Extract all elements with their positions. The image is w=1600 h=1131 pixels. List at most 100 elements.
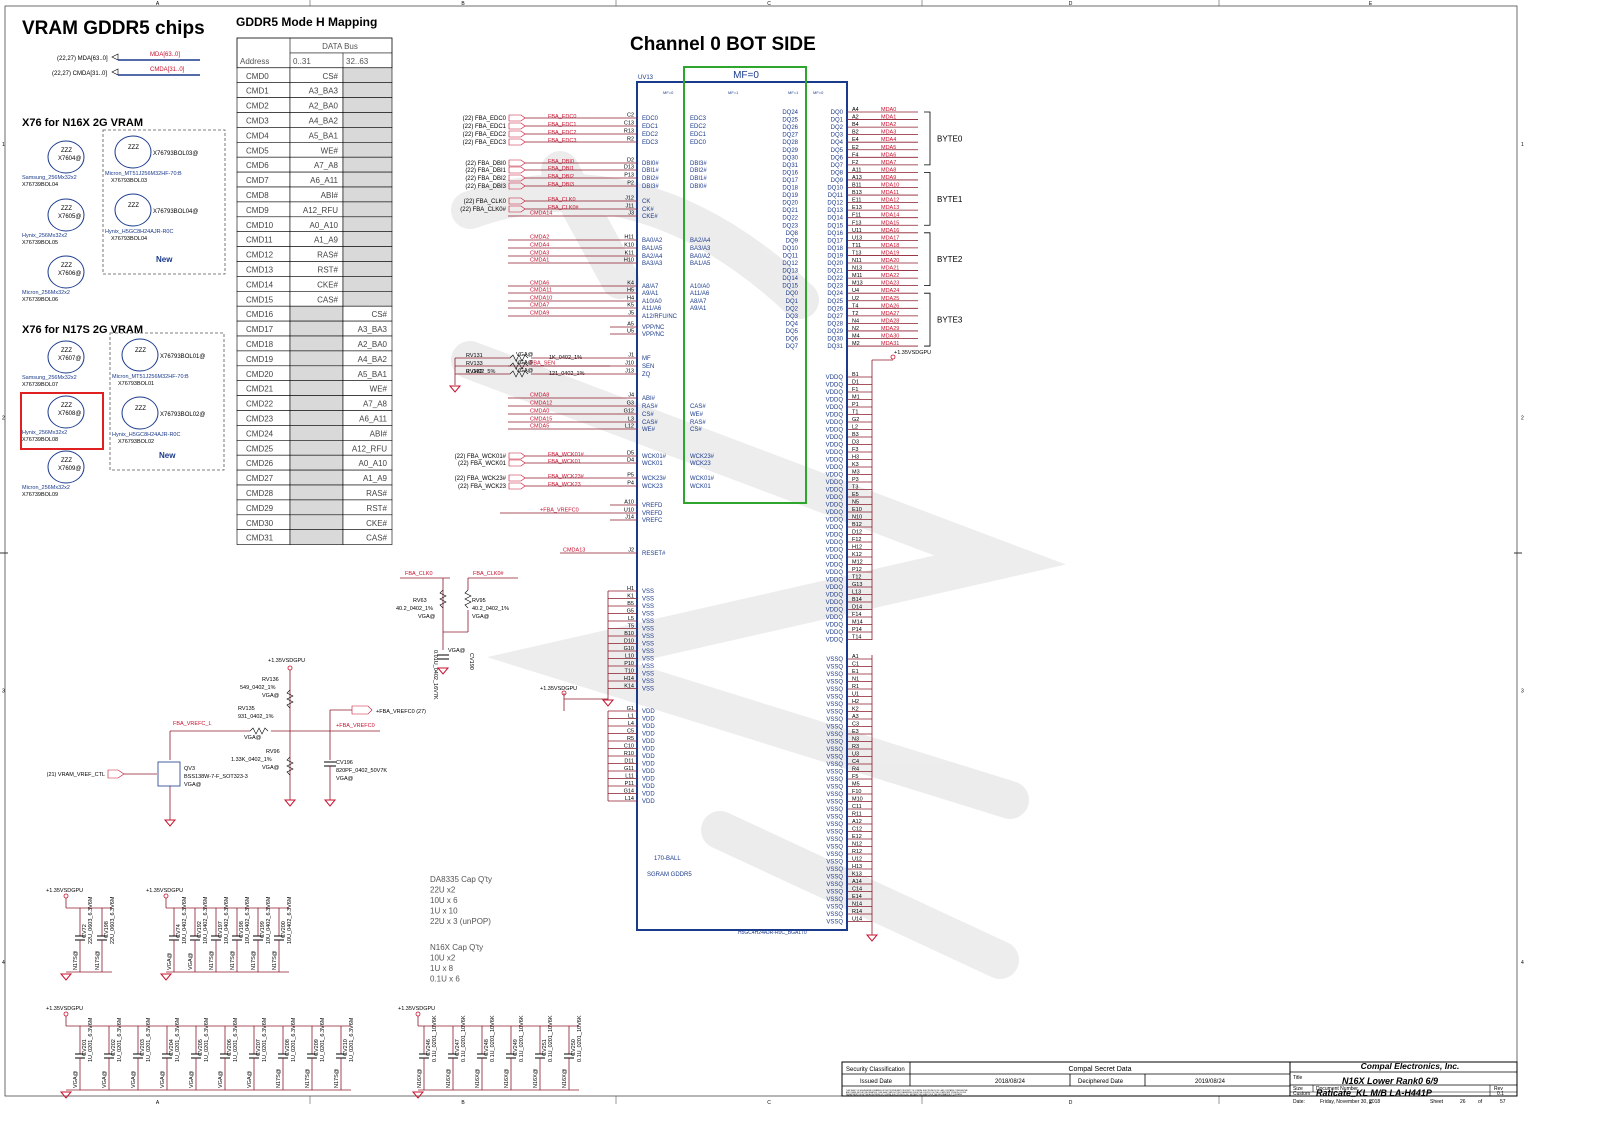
part-zzz: ZZZ — [61, 348, 72, 354]
part-symbol-icon — [47, 255, 85, 289]
pin-name: VSS — [642, 687, 654, 693]
ball-id: J11 — [626, 204, 634, 210]
mf-header: MF=1 — [788, 90, 799, 95]
part-vendor: Micron_MT51J256M32HF-70:B — [112, 374, 189, 380]
part-vendor: Hynix_256Mx32x2 — [22, 233, 67, 239]
option-label: N16X@ — [504, 1068, 510, 1088]
cap-ref: CV203 — [140, 1039, 146, 1056]
dq-alt: DQ1 — [786, 299, 799, 305]
cap-value: 0.1U_0201_10V6K — [577, 1015, 583, 1062]
dq-alt: DQ14 — [782, 276, 798, 282]
option-label: VGA@ — [160, 1070, 166, 1088]
rail-label: +1.35VSDGPU — [46, 1006, 83, 1012]
part-vendor: Hynix_256Mx32x2 — [22, 430, 67, 436]
mda-net: MDA28 — [881, 318, 899, 324]
net-ref: (22) FBA_CLK0# — [460, 207, 506, 213]
ball-id: N14 — [852, 902, 862, 908]
pin-name: VDDQ — [826, 488, 844, 494]
mda-net: MDA25 — [881, 296, 899, 302]
issued-date: 2018/08/24 — [995, 1079, 1026, 1085]
high-cell: CAS# — [366, 534, 387, 543]
row-marker: 1 — [1521, 142, 1524, 148]
pin-name: DBI0# — [642, 161, 659, 167]
pin-name: VDDQ — [826, 555, 844, 561]
ball-id: J10 — [625, 361, 634, 367]
pin-name: RAS# — [642, 404, 658, 410]
pin-name: VSSQ — [826, 890, 843, 896]
pin-name: EDC0 — [642, 116, 659, 122]
resistor-icon — [286, 689, 294, 709]
mf-label: MF=0 — [733, 70, 759, 81]
ball-id: R4 — [852, 767, 859, 773]
issued-label: Issued Date — [860, 1079, 893, 1085]
ball-id: L5 — [628, 616, 634, 622]
net-label: FBA_DBI3 — [548, 182, 574, 188]
ball-id: U5 — [627, 329, 634, 335]
ball-id: F2 — [852, 160, 858, 166]
cap-ref: CV207 — [256, 1039, 262, 1056]
dq-name: DQ6 — [831, 155, 844, 161]
cell — [342, 186, 393, 203]
dq-alt: DQ27 — [782, 133, 798, 139]
pin-name: VSSQ — [826, 920, 843, 926]
ground-icon — [865, 934, 879, 942]
cap-value: 10U_0402_6.3V6M — [203, 896, 209, 944]
ball-id: C5 — [627, 729, 634, 735]
ball-id: C10 — [624, 744, 634, 750]
pin-alt: DBI2# — [690, 168, 707, 174]
cell — [289, 335, 344, 352]
ball-id: U11 — [852, 228, 862, 234]
rail-icon — [63, 893, 69, 899]
part-ref: X7605@ — [58, 214, 81, 220]
ball-id: B3 — [852, 432, 859, 438]
ground-icon — [411, 1091, 425, 1099]
pin-name: VDDQ — [826, 623, 844, 629]
ball-id: K1 — [627, 594, 634, 600]
resistor-value: 40.2_0402_1% — [472, 606, 509, 612]
cell — [342, 127, 393, 143]
resistor-ref: RV95 — [472, 598, 486, 604]
pin-alt: EDC0 — [690, 140, 707, 146]
dq-alt: DQ2 — [786, 306, 799, 312]
docnum-label: Document Number — [1316, 1086, 1358, 1092]
part-ref: X7608@ — [58, 411, 81, 417]
ball-id: R14 — [852, 909, 862, 915]
dq-name: DQ28 — [827, 321, 843, 327]
net-ref: (22) FBA_WCK23# — [455, 476, 507, 482]
ball-id: U12 — [852, 857, 862, 863]
ball-id: H13 — [852, 864, 862, 870]
new-parts-box — [102, 129, 226, 275]
pin-name: VSSQ — [826, 777, 843, 783]
dq-name: DQ14 — [827, 216, 843, 222]
deciphered-label: Deciphered Date — [1078, 1079, 1124, 1085]
cmd-cell: CMD2 — [246, 102, 269, 111]
cap-note: 1U x 10 — [430, 907, 458, 916]
ball-id: R2 — [627, 137, 634, 143]
mda-ref: (22,27) MDA[63..0] — [57, 56, 108, 62]
pin-alt: WE# — [690, 412, 704, 418]
pin-name: VDD — [642, 732, 655, 738]
dq-name: DQ10 — [827, 186, 843, 192]
x76-n16x-group: X76 for N16X 2G VRAMZZZX7604@Samsung_256… — [22, 117, 226, 303]
column-marker: B — [461, 1100, 465, 1106]
notice-line: DEPARTMENT EXCEPT AS AUTHORIZED BY COMPA… — [846, 1093, 963, 1096]
part-vendor: Micron_256Mx32x2 — [22, 290, 70, 296]
low-cell: WE# — [321, 146, 339, 155]
